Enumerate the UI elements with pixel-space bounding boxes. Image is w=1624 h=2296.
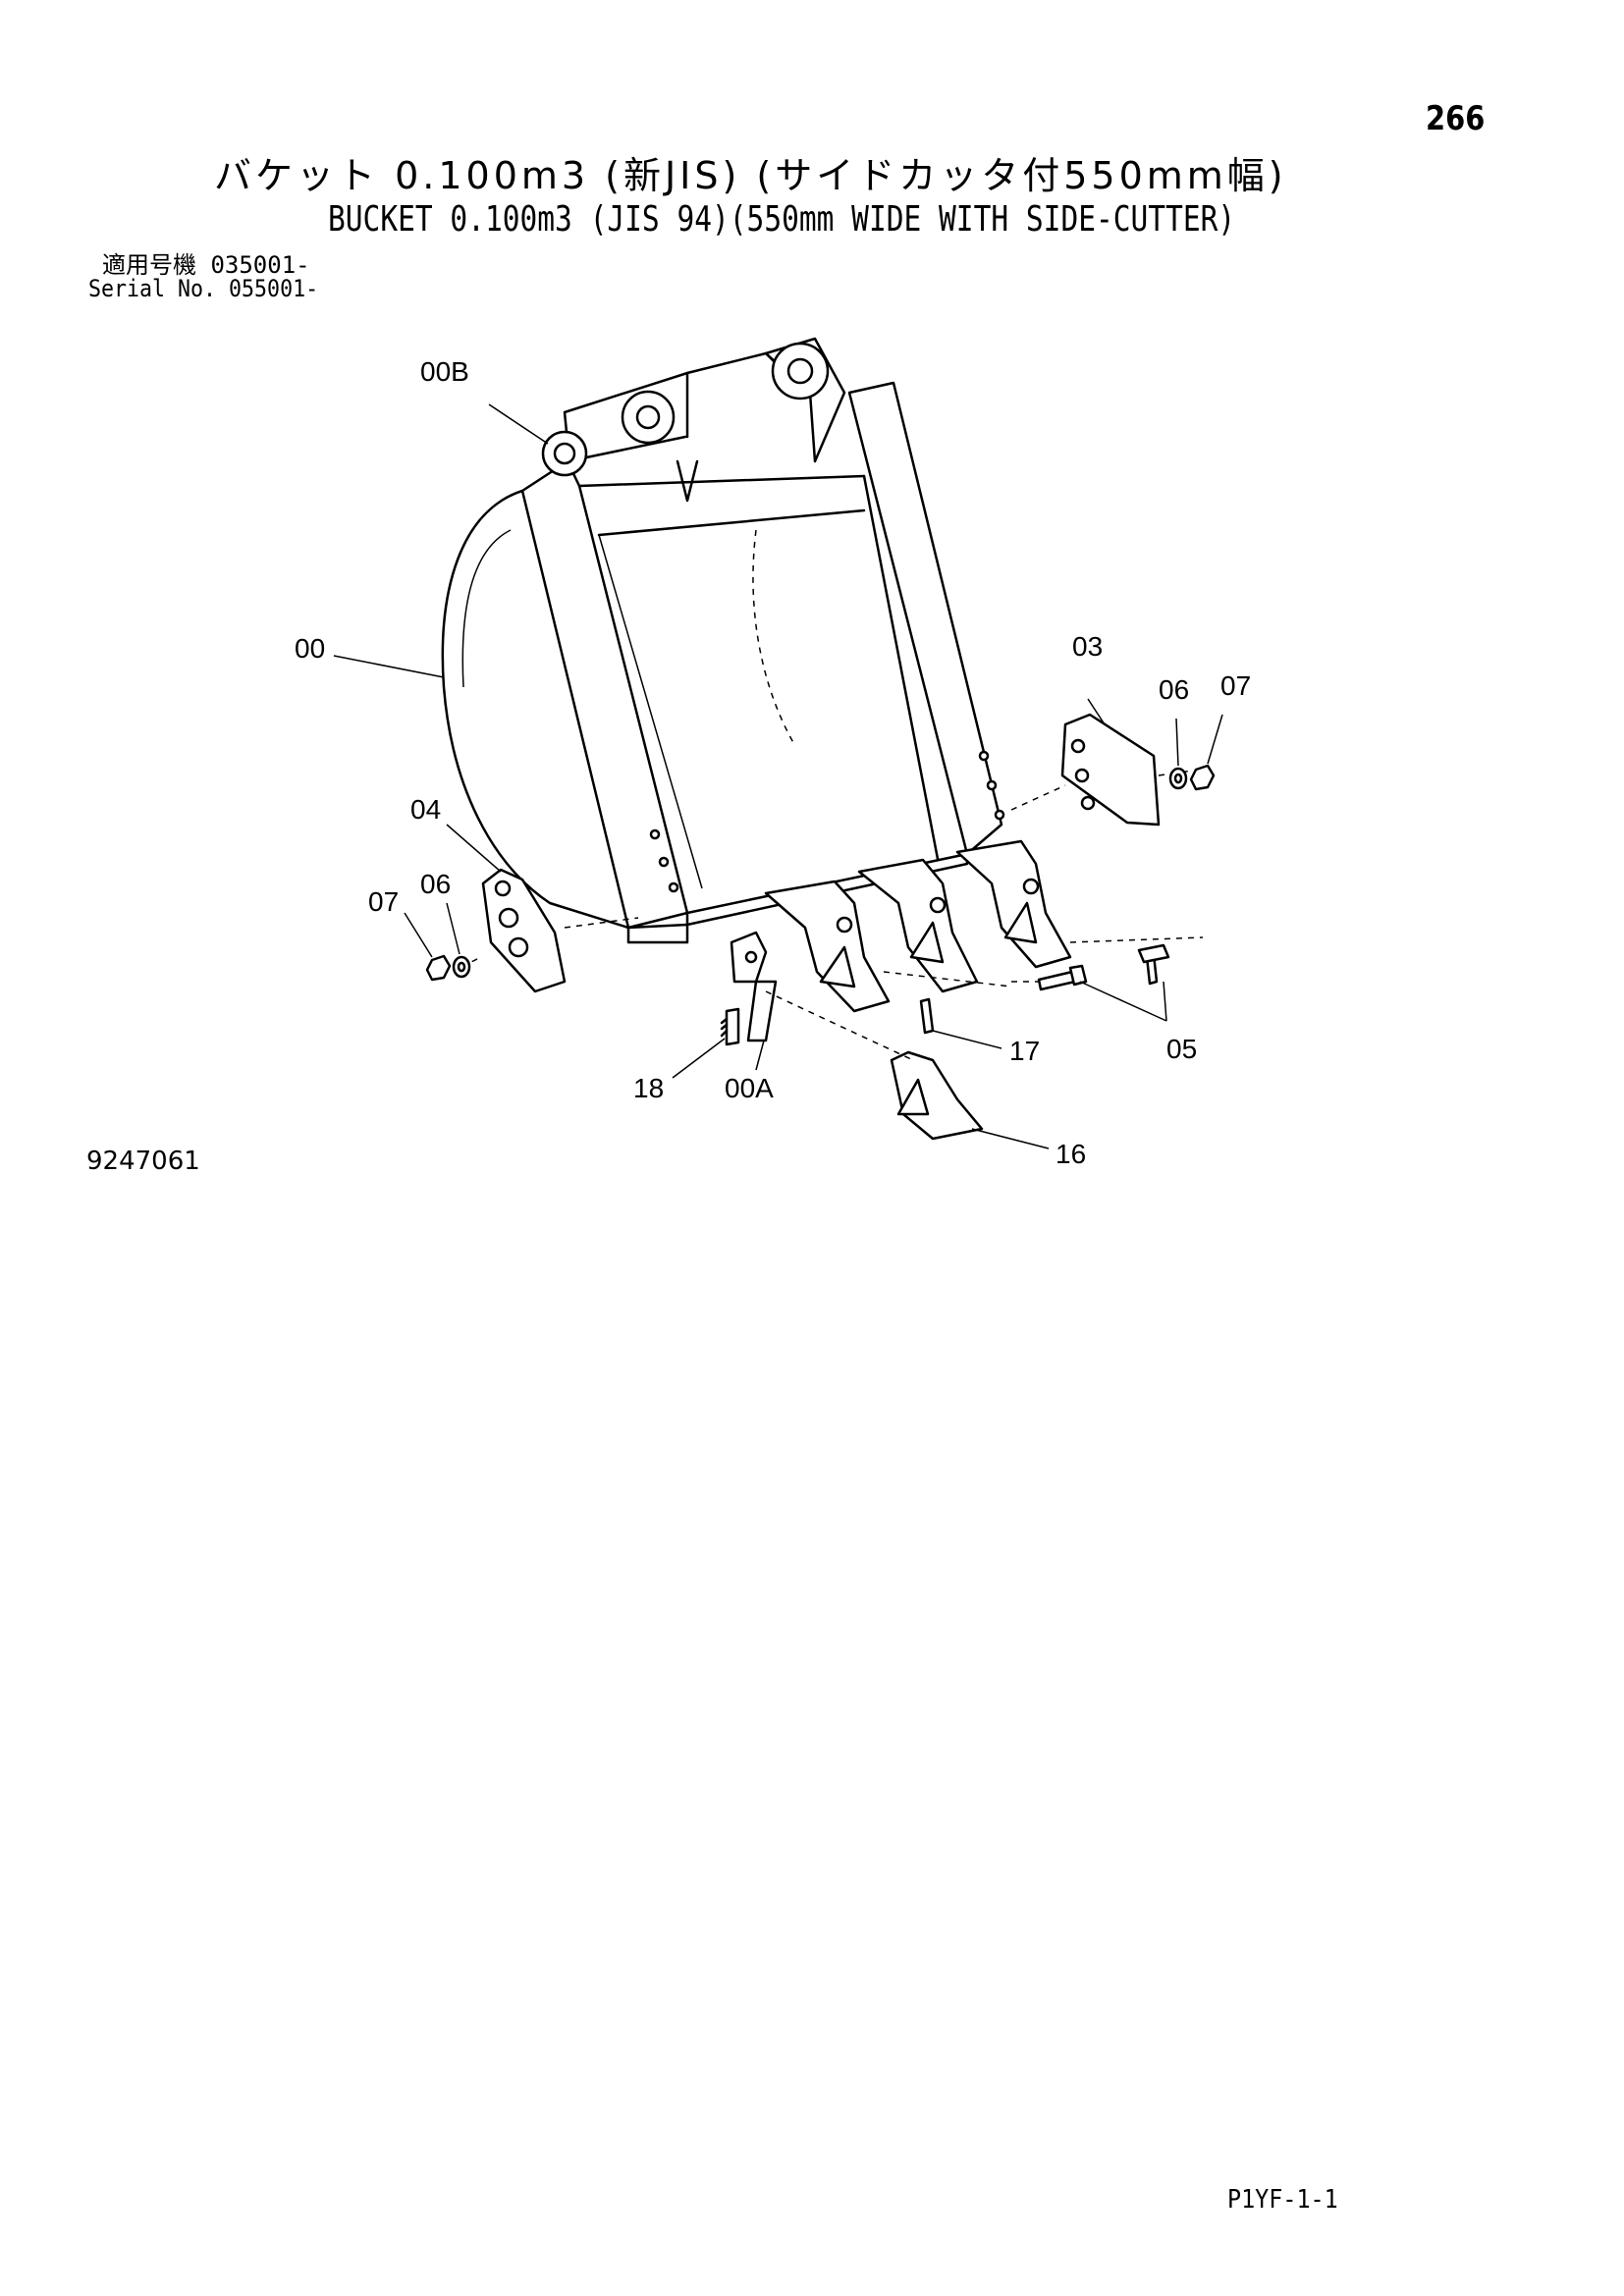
pin-and-tooth <box>765 971 1012 1141</box>
callout-04: 04 <box>410 794 441 825</box>
side-cutter-right <box>1010 713 1194 827</box>
callout-00A: 00A <box>725 1073 774 1103</box>
title-japanese: バケット 0.100m3 (新JIS) (サイドカッタ付550mm幅) <box>214 154 1287 197</box>
callout-17: 17 <box>1009 1036 1040 1066</box>
boss-bracket-assembly <box>541 337 846 503</box>
callout-07-left: 07 <box>368 886 399 917</box>
callout-03: 03 <box>1072 631 1103 662</box>
callout-05: 05 <box>1166 1034 1197 1064</box>
callout-16: 16 <box>1056 1139 1086 1169</box>
bolts <box>1011 936 1204 991</box>
callout-00B: 00B <box>420 356 469 387</box>
callout-07-right: 07 <box>1220 670 1251 701</box>
title-english: BUCKET 0.100m3 (JIS 94)(550mm WIDE WITH … <box>328 199 1236 240</box>
callout-06-right: 06 <box>1159 674 1189 705</box>
washer-nut-left <box>425 954 471 982</box>
page-number: 266 <box>1426 99 1486 138</box>
bucket-body <box>441 381 1005 944</box>
serial-range-english: Serial No. 055001- <box>88 275 319 302</box>
tooth-adapters <box>764 839 1072 1013</box>
page-code: P1YF-1-1 <box>1227 2185 1338 2215</box>
drawing-number: 9247061 <box>86 1147 200 1176</box>
callout-18: 18 <box>633 1073 664 1103</box>
side-shank-and-lock <box>720 931 778 1046</box>
washer-nut-right <box>1168 764 1216 791</box>
side-cutter-left <box>460 868 639 993</box>
callout-06-left: 06 <box>420 869 451 899</box>
serial-range-japanese: 適用号機 035001- <box>102 251 310 279</box>
callout-00: 00 <box>295 633 325 664</box>
leader-lines <box>333 403 1223 1149</box>
